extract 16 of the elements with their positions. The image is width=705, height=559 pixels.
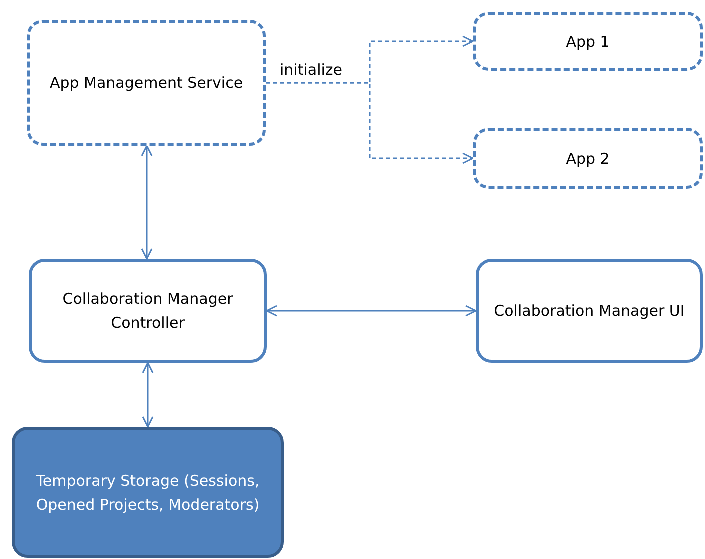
- node-label: App 1: [565, 32, 611, 52]
- node-label: Temporary Storage (Sessions, Opened Projects, Moderators): [35, 470, 261, 516]
- arrow: [141, 145, 153, 260]
- arrow: [266, 305, 477, 317]
- app-box: [473, 12, 703, 71]
- node-label: App 2: [565, 148, 611, 170]
- arrow: [142, 362, 154, 428]
- node-label: Collaboration Manager UI: [493, 301, 686, 322]
- node-label: Collaboration Manager Controller: [62, 289, 234, 334]
- service-box: [27, 20, 266, 146]
- arrow: [266, 82, 474, 164]
- controller-box: [29, 259, 267, 363]
- app-box: [473, 128, 703, 189]
- node-label: App Management Service: [48, 73, 244, 94]
- ui-box: [476, 259, 703, 363]
- storage-box: [12, 427, 284, 558]
